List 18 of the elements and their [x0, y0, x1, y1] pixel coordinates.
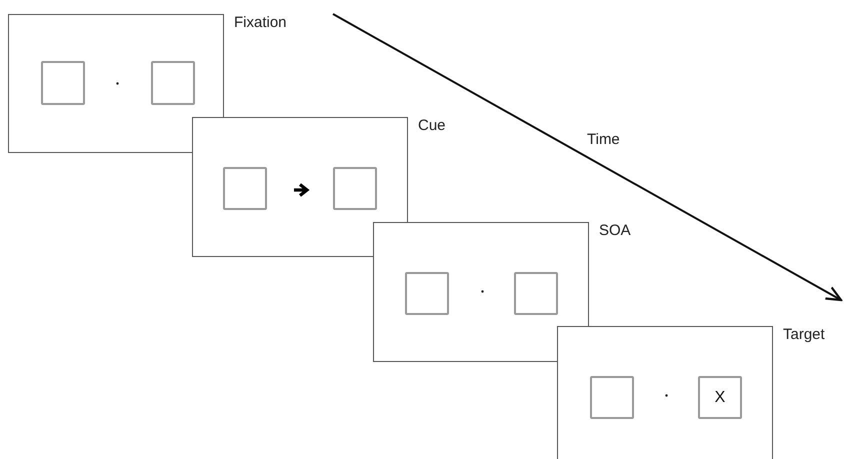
phase-label: Cue: [418, 117, 446, 134]
placeholder-box: [333, 167, 377, 210]
time-label: Time: [587, 131, 620, 148]
screen-frame: [373, 222, 589, 362]
placeholder-box: [41, 61, 85, 105]
phase-label: Target: [783, 326, 825, 343]
phase-label: SOA: [599, 222, 631, 239]
screen-frame: [557, 326, 773, 459]
screen-frame: [8, 14, 224, 153]
phase-label: Fixation: [234, 14, 287, 31]
target-box: [698, 376, 742, 419]
placeholder-box: [405, 272, 449, 315]
placeholder-box: [151, 61, 195, 105]
screen-frame: [192, 117, 408, 257]
placeholder-box: [514, 272, 558, 315]
target-letter: X: [714, 388, 726, 406]
placeholder-box: [223, 167, 267, 210]
placeholder-box: [590, 376, 634, 419]
